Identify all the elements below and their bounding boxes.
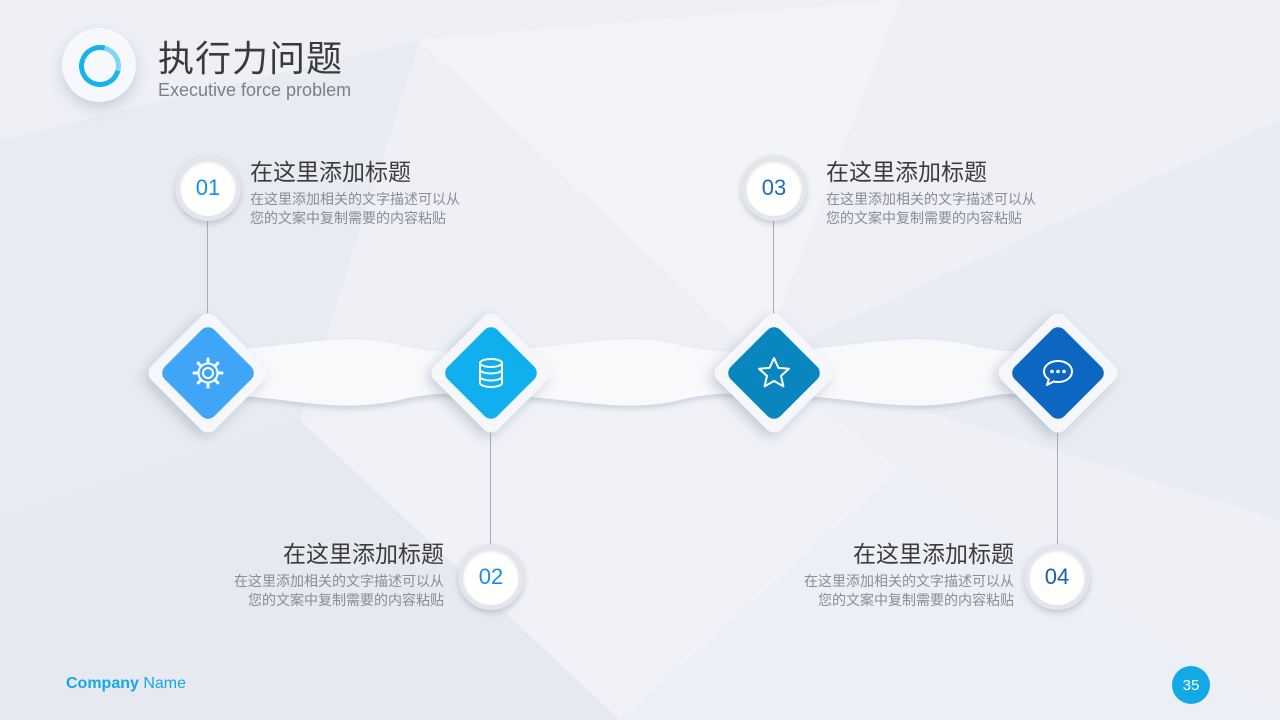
database-icon	[479, 358, 503, 389]
step-2-text: 在这里添加标题 在这里添加相关的文字描述可以从 您的文案中复制需要的内容粘贴	[144, 541, 444, 611]
page-subtitle: Executive force problem	[158, 80, 352, 100]
step-2-description: 在这里添加相关的文字描述可以从 您的文案中复制需要的内容粘贴	[234, 574, 444, 609]
page-number-badge: 35	[1172, 666, 1210, 704]
step-1-number-badge: 01	[175, 155, 241, 221]
page-title: 执行力问题	[158, 39, 344, 80]
step-1-diamond	[143, 308, 273, 438]
step-1-text: 在这里添加标题 在这里添加相关的文字描述可以从 您的文案中复制需要的内容粘贴	[250, 159, 550, 229]
step-3-number: 03	[746, 160, 802, 216]
step-1-heading: 在这里添加标题	[250, 160, 411, 186]
step-4-number-badge: 04	[1024, 544, 1090, 610]
star-icon	[758, 357, 790, 388]
step-4-description: 在这里添加相关的文字描述可以从 您的文案中复制需要的内容粘贴	[804, 574, 1014, 609]
connector-line-1	[207, 220, 208, 318]
chat-bubble-icon	[1043, 360, 1073, 386]
step-2-number-badge: 02	[458, 544, 524, 610]
step-3-text: 在这里添加标题 在这里添加相关的文字描述可以从 您的文案中复制需要的内容粘贴	[826, 159, 1126, 229]
connector-line-3	[773, 220, 774, 318]
step-3-number-badge: 03	[741, 155, 807, 221]
company-name-bold: Company	[66, 675, 139, 692]
step-3-diamond	[709, 308, 839, 438]
step-4-heading: 在这里添加标题	[853, 542, 1014, 568]
step-3-heading: 在这里添加标题	[826, 160, 987, 186]
step-4-number: 04	[1029, 549, 1085, 605]
step-4-text: 在这里添加标题 在这里添加相关的文字描述可以从 您的文案中复制需要的内容粘贴	[714, 541, 1014, 611]
step-1-description: 在这里添加相关的文字描述可以从 您的文案中复制需要的内容粘贴	[250, 192, 460, 227]
company-name-rest: Name	[138, 675, 187, 692]
step-1-number: 01	[180, 160, 236, 216]
connector-line-2	[490, 428, 491, 546]
connector-line-4	[1057, 428, 1058, 546]
step-2-diamond	[426, 308, 556, 438]
step-4-diamond	[993, 308, 1123, 438]
step-2-number: 02	[463, 549, 519, 605]
company-name: Company Name	[66, 675, 186, 693]
step-3-description: 在这里添加相关的文字描述可以从 您的文案中复制需要的内容粘贴	[826, 192, 1036, 227]
gear-icon	[192, 357, 224, 389]
logo-badge	[62, 28, 136, 102]
step-2-heading: 在这里添加标题	[283, 542, 444, 568]
